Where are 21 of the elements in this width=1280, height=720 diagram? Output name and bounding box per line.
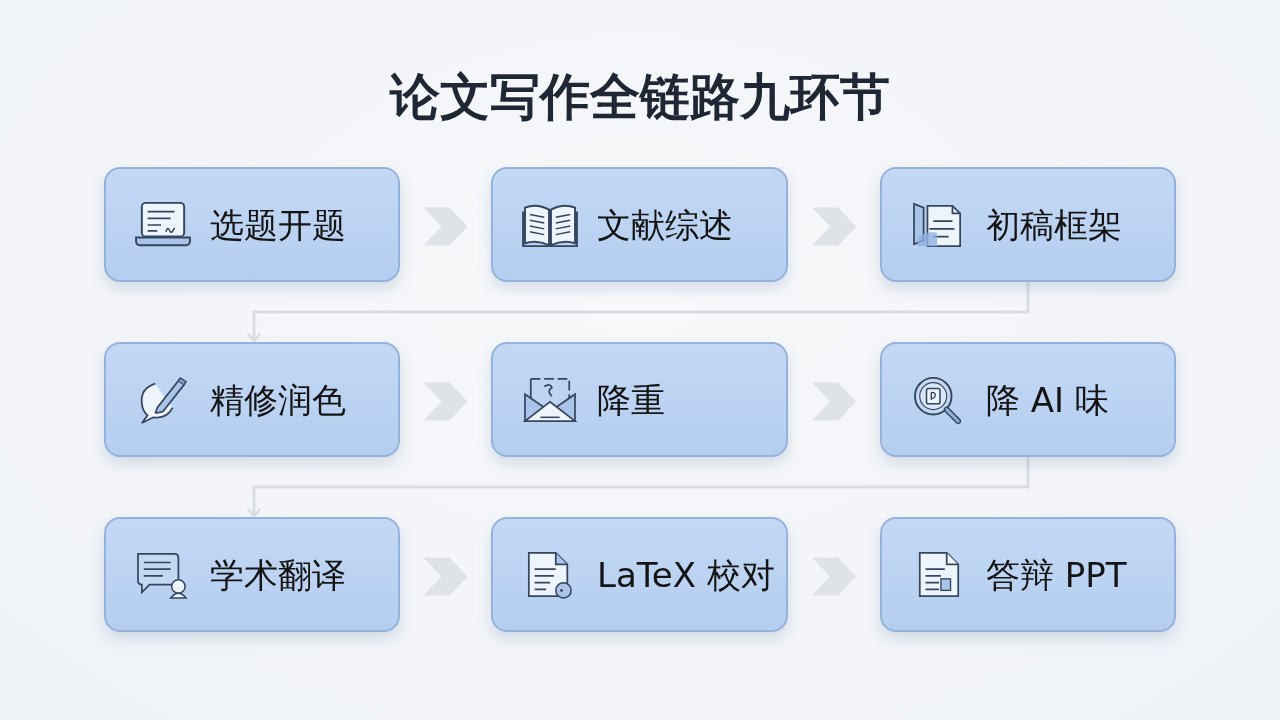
process-box [880,167,1176,282]
process-box [491,517,788,632]
process-box [880,517,1176,632]
connector-arrow [246,282,1030,343]
step-label: 降 AI 味 [986,378,1109,422]
step-label: 选题开题 [210,203,346,247]
process-box [880,342,1176,457]
step-label: 学术翻译 [210,553,346,597]
step-label: 答辩 PPT [986,553,1127,597]
connector-arrow [246,457,1030,518]
step-label: LaTeX 校对 [597,553,775,597]
process-box [104,167,400,282]
step-label: 初稿框架 [986,203,1122,247]
process-box [104,517,400,632]
title: 论文写作全链路九环节 [390,67,890,128]
step-label: 文献综述 [597,203,733,247]
process-box [104,342,400,457]
process-box [491,167,788,282]
step-label: 精修润色 [210,378,346,422]
step-label: 降重 [597,378,665,422]
process-box [491,342,788,457]
